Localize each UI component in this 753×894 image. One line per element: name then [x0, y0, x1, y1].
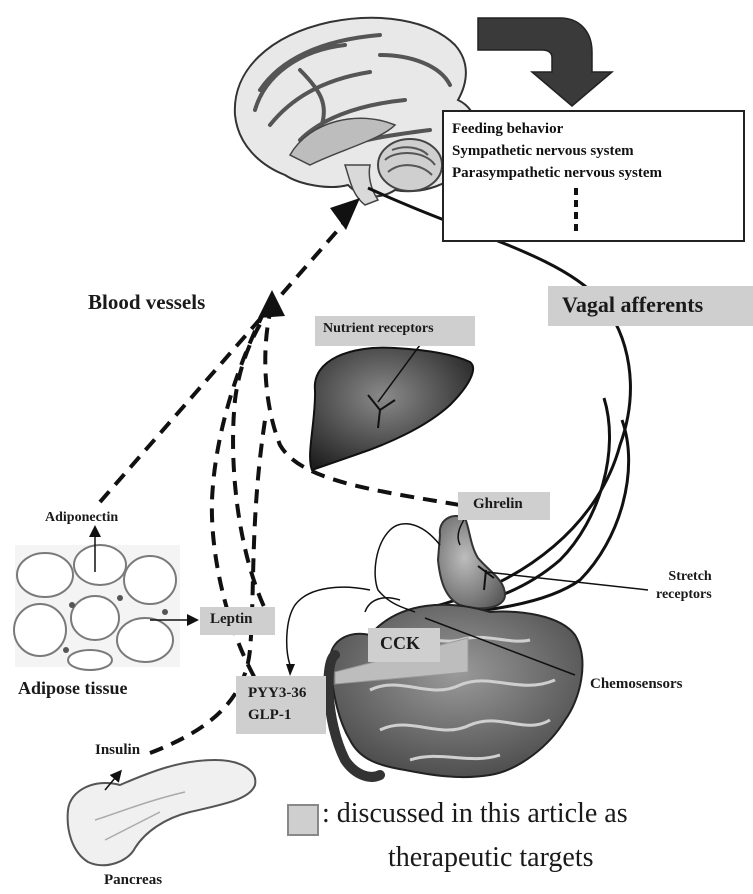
blood-vessels-label: Blood vessels — [88, 290, 205, 315]
adipose-tissue-label: Adipose tissue — [18, 678, 128, 699]
stretch-line1: Stretch — [656, 568, 712, 586]
adiponectin-label: Adiponectin — [45, 510, 118, 526]
effect-parasympathetic: Parasympathetic nervous system — [452, 162, 743, 184]
more-effects-ellipsis — [574, 188, 578, 232]
pancreas-label: Pancreas — [104, 872, 162, 889]
effect-feeding-behavior: Feeding behavior — [452, 118, 743, 140]
brain-illustration — [235, 18, 477, 205]
glp1-label: GLP-1 — [248, 704, 326, 726]
effects-box: Feeding behavior Sympathetic nervous sys… — [442, 110, 745, 242]
stretch-line2: receptors — [656, 586, 712, 604]
stomach-illustration — [438, 516, 505, 608]
curved-arrow-icon — [478, 18, 612, 106]
intestines-illustration — [328, 605, 582, 777]
chemosensors-label: Chemosensors — [590, 676, 683, 693]
adipose-tissue-illustration — [14, 545, 180, 670]
insulin-label: Insulin — [95, 742, 140, 759]
stretch-receptors-label: Stretch receptors — [656, 568, 712, 604]
vagal-afferents-label: Vagal afferents — [548, 286, 753, 326]
cck-target: CCK — [368, 628, 440, 662]
liver-illustration — [310, 348, 473, 470]
legend-text-line1: : discussed in this article as — [322, 798, 628, 830]
brain-arrowhead-icon — [330, 198, 360, 230]
pancreas-illustration — [68, 760, 256, 865]
legend-text-line2: therapeutic targets — [388, 842, 594, 874]
leptin-target: Leptin — [200, 607, 275, 635]
pyy-label: PYY3-36 — [248, 682, 326, 704]
ghrelin-target: Ghrelin — [458, 492, 550, 520]
effect-sympathetic: Sympathetic nervous system — [452, 140, 743, 162]
pyy-glp1-target: PYY3-36 GLP-1 — [236, 676, 326, 734]
vessel-arrowhead-icon — [258, 290, 285, 318]
legend-swatch — [288, 805, 318, 835]
nutrient-receptors-target: Nutrient receptors — [315, 316, 475, 346]
